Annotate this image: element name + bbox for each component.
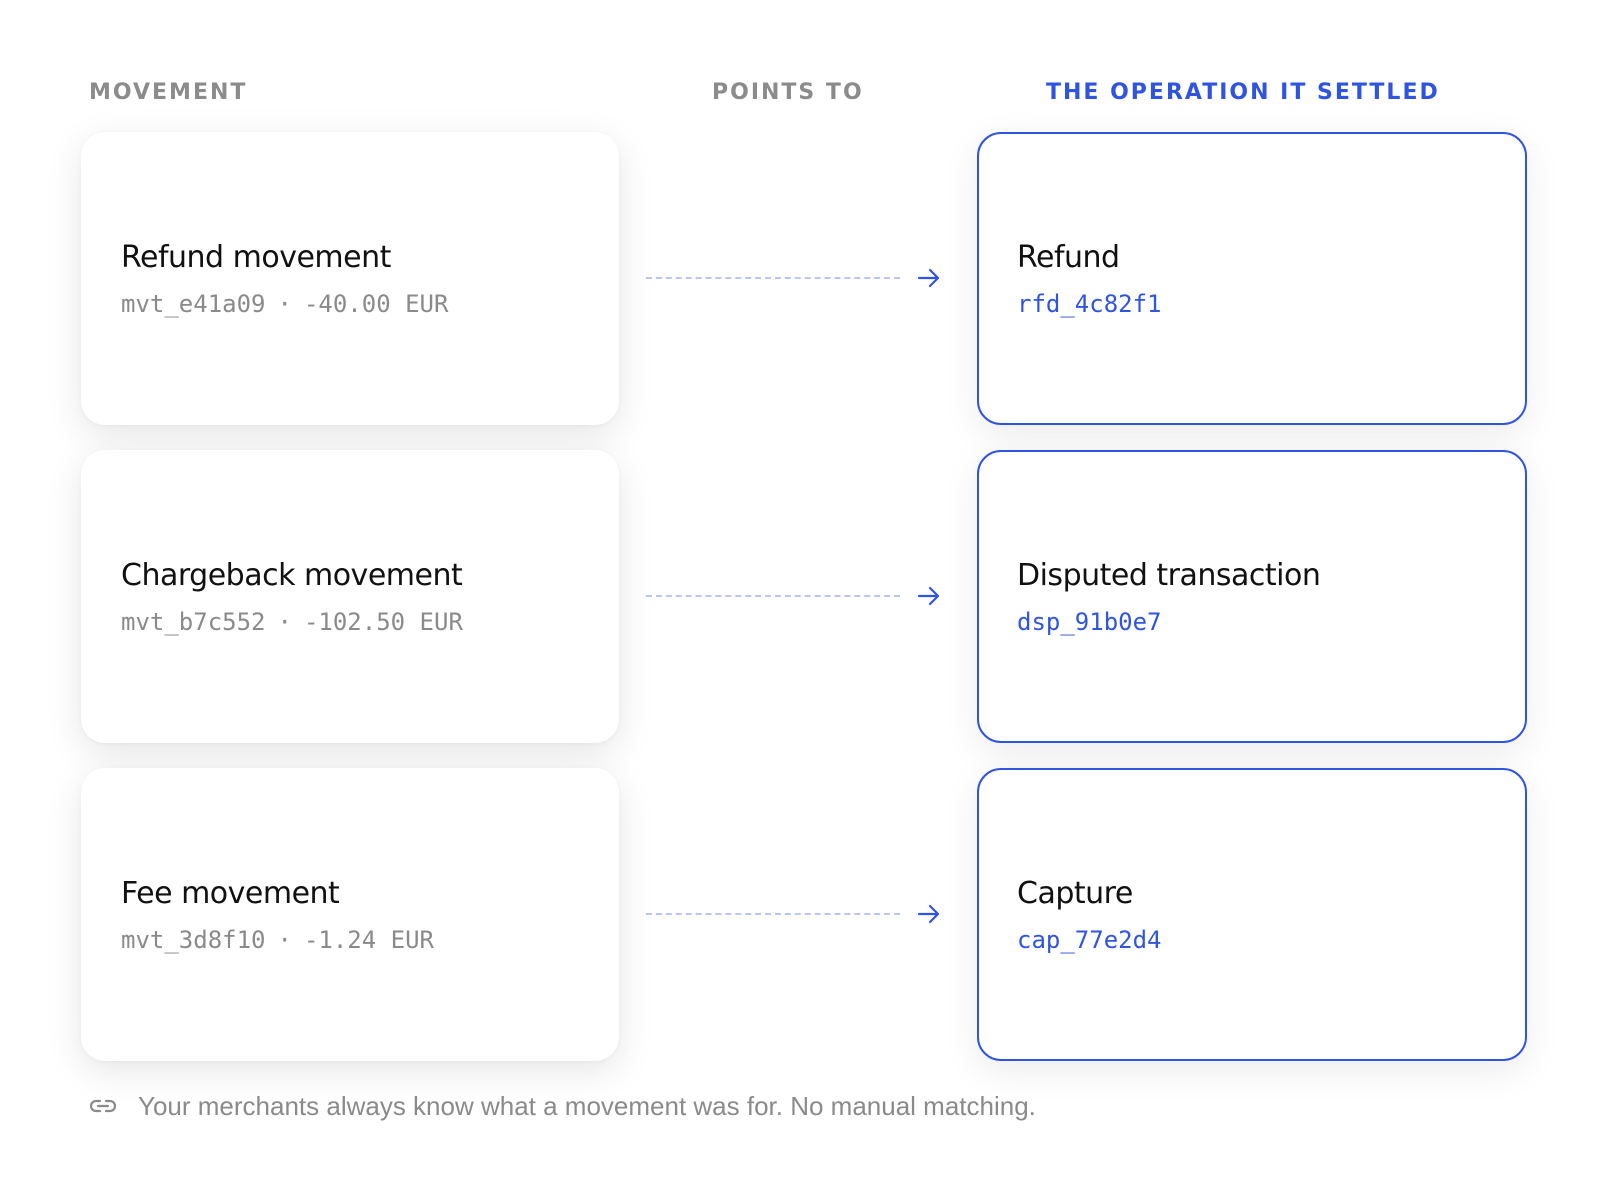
- movement-amount: -102.50 EUR: [303, 608, 463, 636]
- operation-card[interactable]: Disputed transaction dsp_91b0e7: [977, 450, 1527, 743]
- movement-card[interactable]: Chargeback movement mvt_b7c552 · -102.50 E…: [81, 450, 619, 743]
- dashed-connector: [646, 913, 900, 915]
- movement-id: mvt_e41a09: [121, 290, 266, 318]
- separator: ·: [277, 608, 292, 636]
- footer-text: Your merchants always know what a moveme…: [138, 1090, 1036, 1121]
- operation-title: Capture: [1017, 876, 1133, 911]
- arrow-right-icon: [917, 904, 940, 924]
- column-header-points-to: POINTS TO: [712, 80, 864, 105]
- movement-details: mvt_b7c552 · -102.50 EUR: [121, 608, 463, 636]
- movement-amount: -1.24 EUR: [303, 926, 434, 954]
- movement-title: Chargeback movement: [121, 558, 463, 593]
- movement-id: mvt_b7c552: [121, 608, 266, 636]
- operation-title: Disputed transaction: [1017, 558, 1321, 593]
- dashed-connector: [646, 277, 900, 279]
- mapping-row: Refund movement mvt_e41a09 · -40.00 EUR Re…: [0, 132, 1600, 425]
- movement-amount: -40.00 EUR: [303, 290, 449, 318]
- movement-card[interactable]: Refund movement mvt_e41a09 · -40.00 EUR: [81, 132, 619, 425]
- arrow-right-icon: [917, 268, 940, 288]
- column-header-movement: MOVEMENT: [89, 80, 248, 105]
- separator: ·: [277, 926, 292, 954]
- column-header-operation: THE OPERATION IT SETTLED: [1046, 80, 1440, 105]
- movement-details: mvt_3d8f10 · -1.24 EUR: [121, 926, 434, 954]
- operation-id: rfd_4c82f1: [1017, 290, 1162, 318]
- movement-card[interactable]: Fee movement mvt_3d8f10 · -1.24 EUR: [81, 768, 619, 1061]
- movement-title: Fee movement: [121, 876, 340, 911]
- operation-card[interactable]: Capture cap_77e2d4: [977, 768, 1527, 1061]
- movement-details: mvt_e41a09 · -40.00 EUR: [121, 290, 448, 318]
- operation-id: cap_77e2d4: [1017, 926, 1162, 954]
- operation-card[interactable]: Refund rfd_4c82f1: [977, 132, 1527, 425]
- link-icon: [89, 1099, 117, 1113]
- movement-id: mvt_3d8f10: [121, 926, 266, 954]
- arrow-right-icon: [917, 586, 940, 606]
- separator: ·: [277, 290, 292, 318]
- movement-title: Refund movement: [121, 240, 391, 275]
- operation-id: dsp_91b0e7: [1017, 608, 1162, 636]
- mapping-row: Fee movement mvt_3d8f10 · -1.24 EUR Captur…: [0, 768, 1600, 1061]
- footer-note: Your merchants always know what a moveme…: [88, 1090, 1036, 1122]
- dashed-connector: [646, 595, 900, 597]
- mapping-row: Chargeback movement mvt_b7c552 · -102.50 E…: [0, 450, 1600, 743]
- operation-title: Refund: [1017, 240, 1120, 275]
